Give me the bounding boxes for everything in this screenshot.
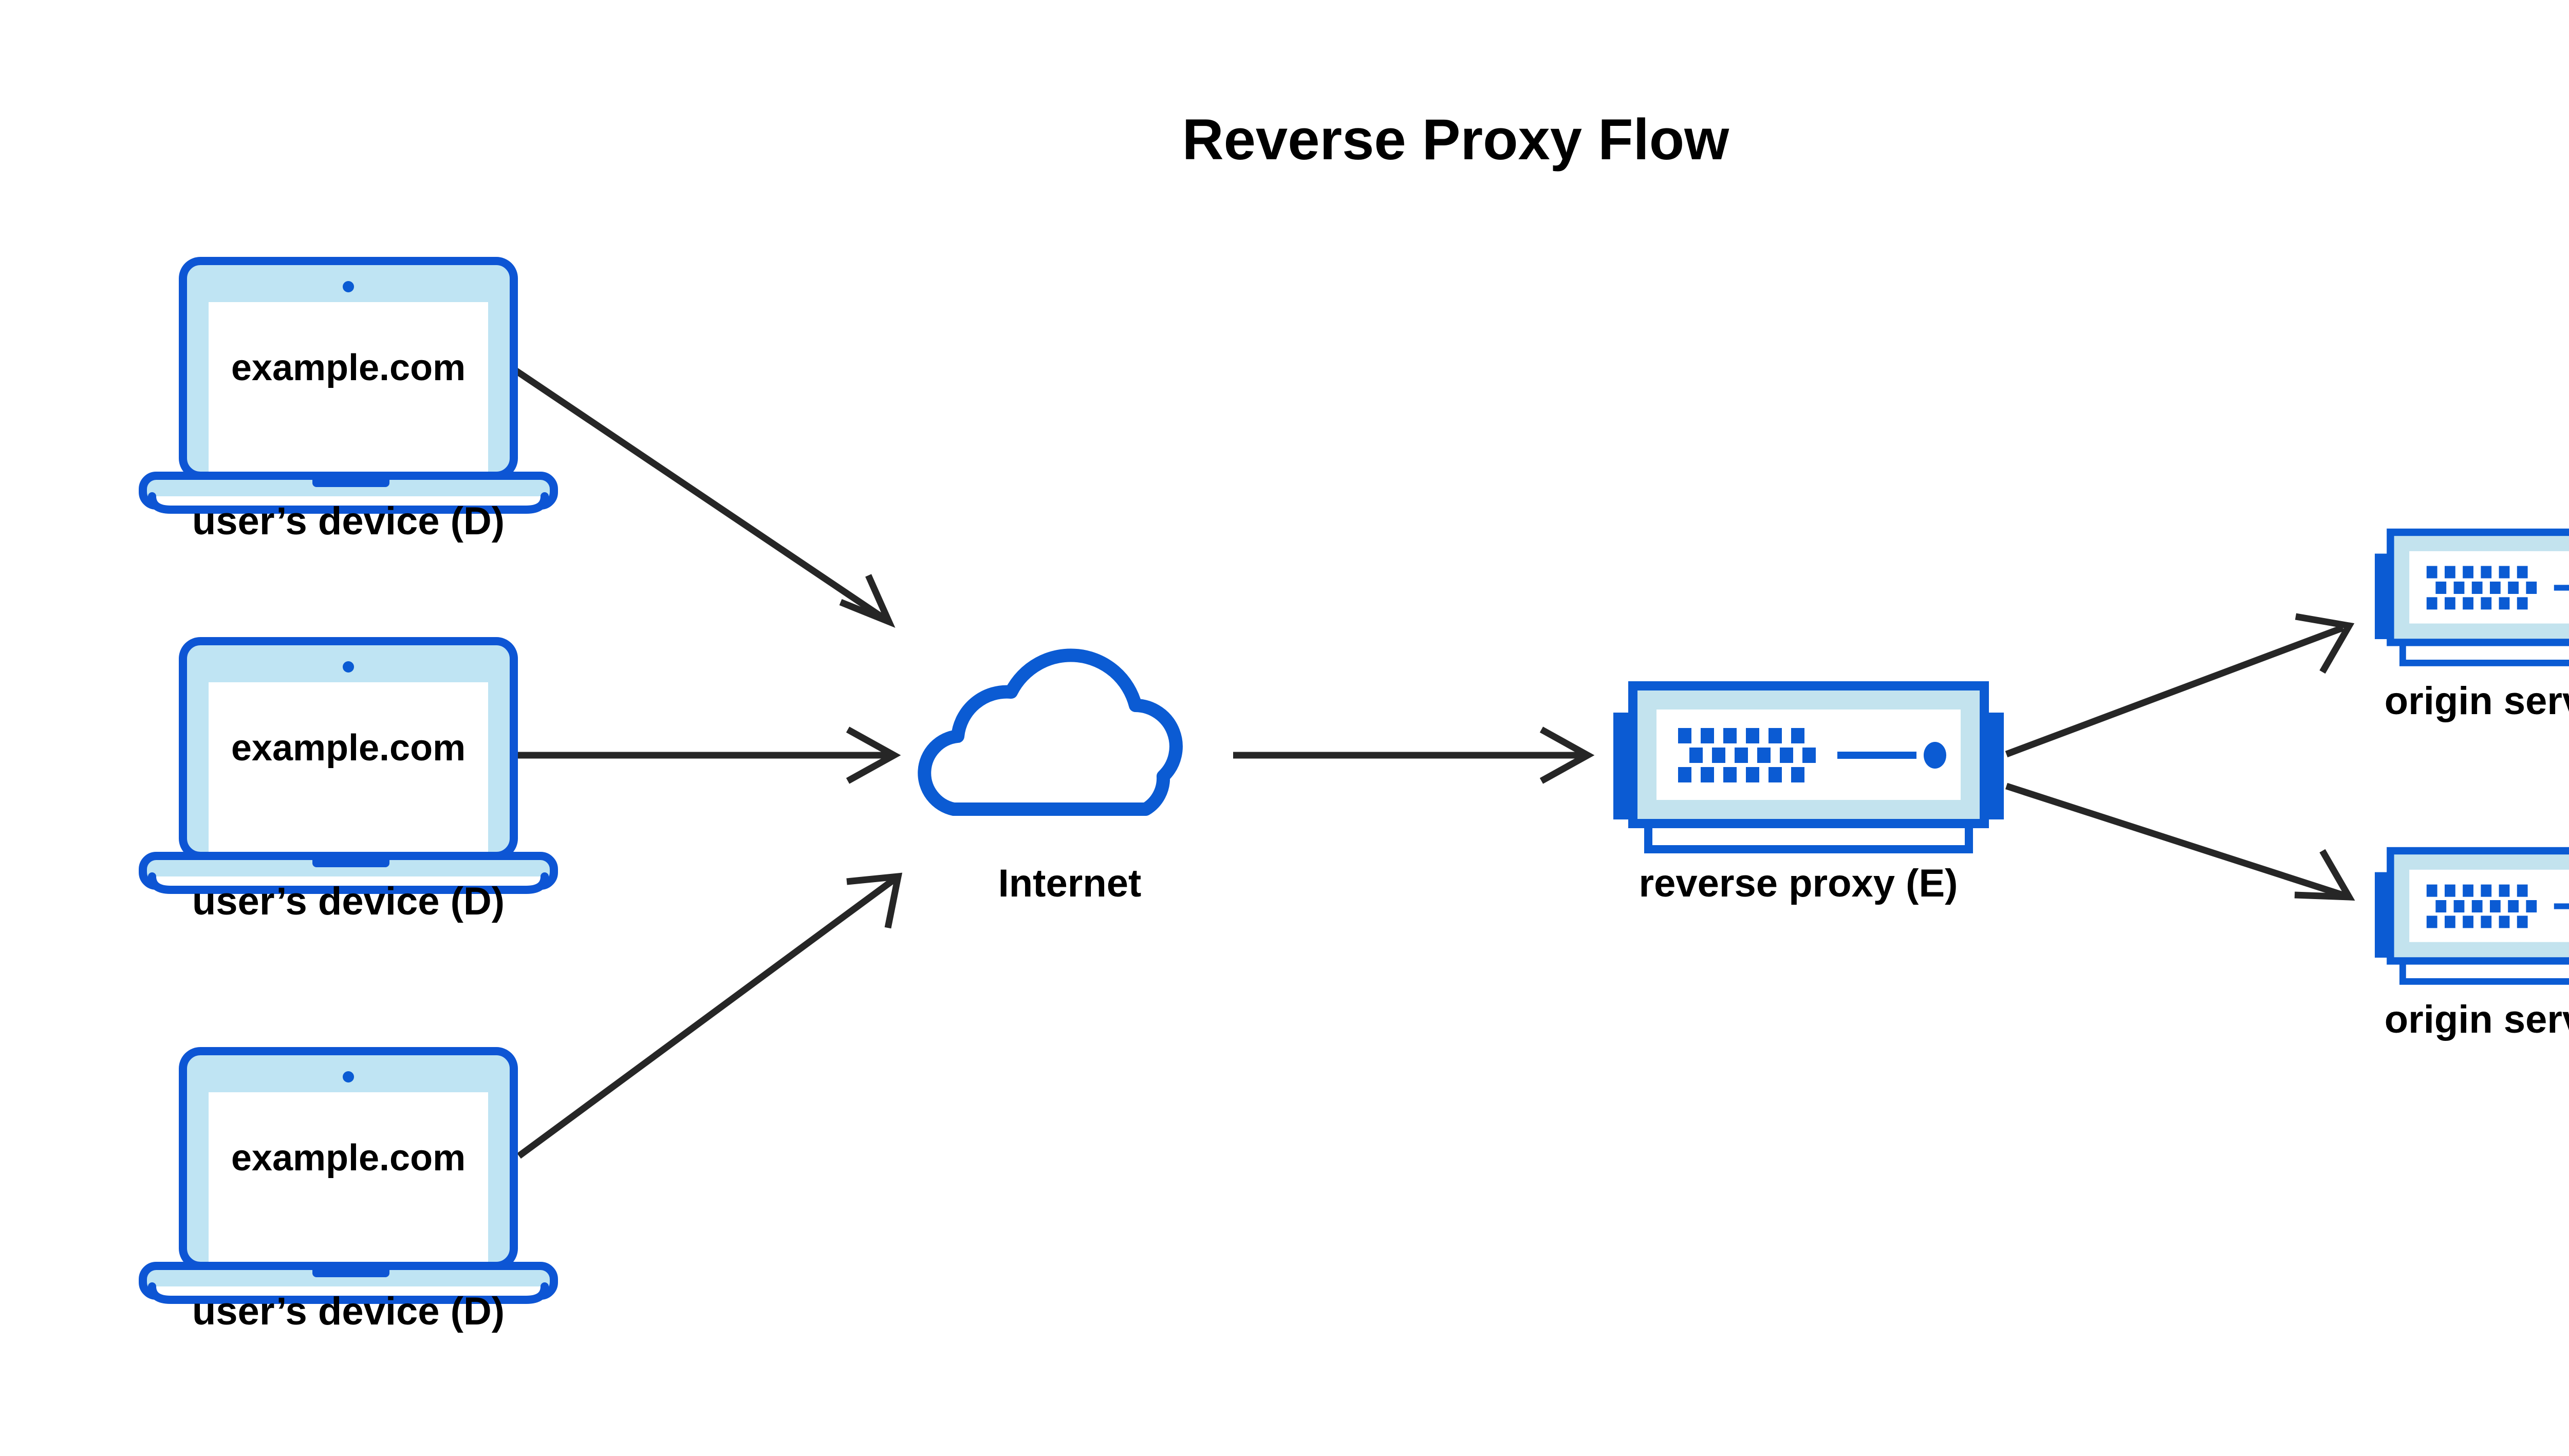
node-label-origin-server-2: origin server (F): [2385, 998, 2569, 1041]
node-user-device-3[interactable]: example.com user’s device (D): [143, 1051, 554, 1333]
node-origin-server-2[interactable]: origin server (F): [2375, 851, 2569, 1041]
node-reverse-proxy[interactable]: reverse proxy (E): [1613, 686, 2004, 905]
server-icon: [1613, 686, 2004, 849]
node-label-origin-server-1: origin server (F): [2385, 679, 2569, 723]
edge-device1-internet: [507, 363, 896, 628]
page-title: Reverse Proxy Flow: [1182, 107, 1729, 172]
edge-proxy-origin1: [2005, 613, 2355, 758]
node-origin-server-1[interactable]: origin server (F): [2375, 532, 2569, 723]
laptop-screen-text: example.com: [231, 1137, 466, 1179]
node-user-device-1[interactable]: example.com user’s device (D): [143, 261, 554, 543]
edge-layer: [504, 363, 2355, 1159]
cloud-icon: [924, 655, 1176, 809]
laptop-screen-text: example.com: [231, 727, 466, 769]
server-icon: [2375, 532, 2569, 663]
laptop-screen-text: example.com: [231, 347, 466, 388]
node-internet[interactable]: Internet: [924, 655, 1176, 905]
node-label-user-device-2: user’s device (D): [192, 880, 505, 923]
edge-internet-proxy: [1233, 726, 1595, 784]
node-label-internet: Internet: [998, 862, 1142, 905]
edge-proxy-origin2: [2005, 782, 2355, 901]
node-user-device-2[interactable]: example.com user’s device (D): [143, 641, 554, 923]
node-label-user-device-3: user’s device (D): [192, 1290, 505, 1333]
edge-device3-internet: [517, 872, 903, 1159]
edge-device2-internet: [504, 726, 901, 784]
server-icon: [2375, 851, 2569, 981]
node-label-user-device-1: user’s device (D): [192, 499, 505, 543]
node-label-reverse-proxy: reverse proxy (E): [1639, 862, 1958, 905]
